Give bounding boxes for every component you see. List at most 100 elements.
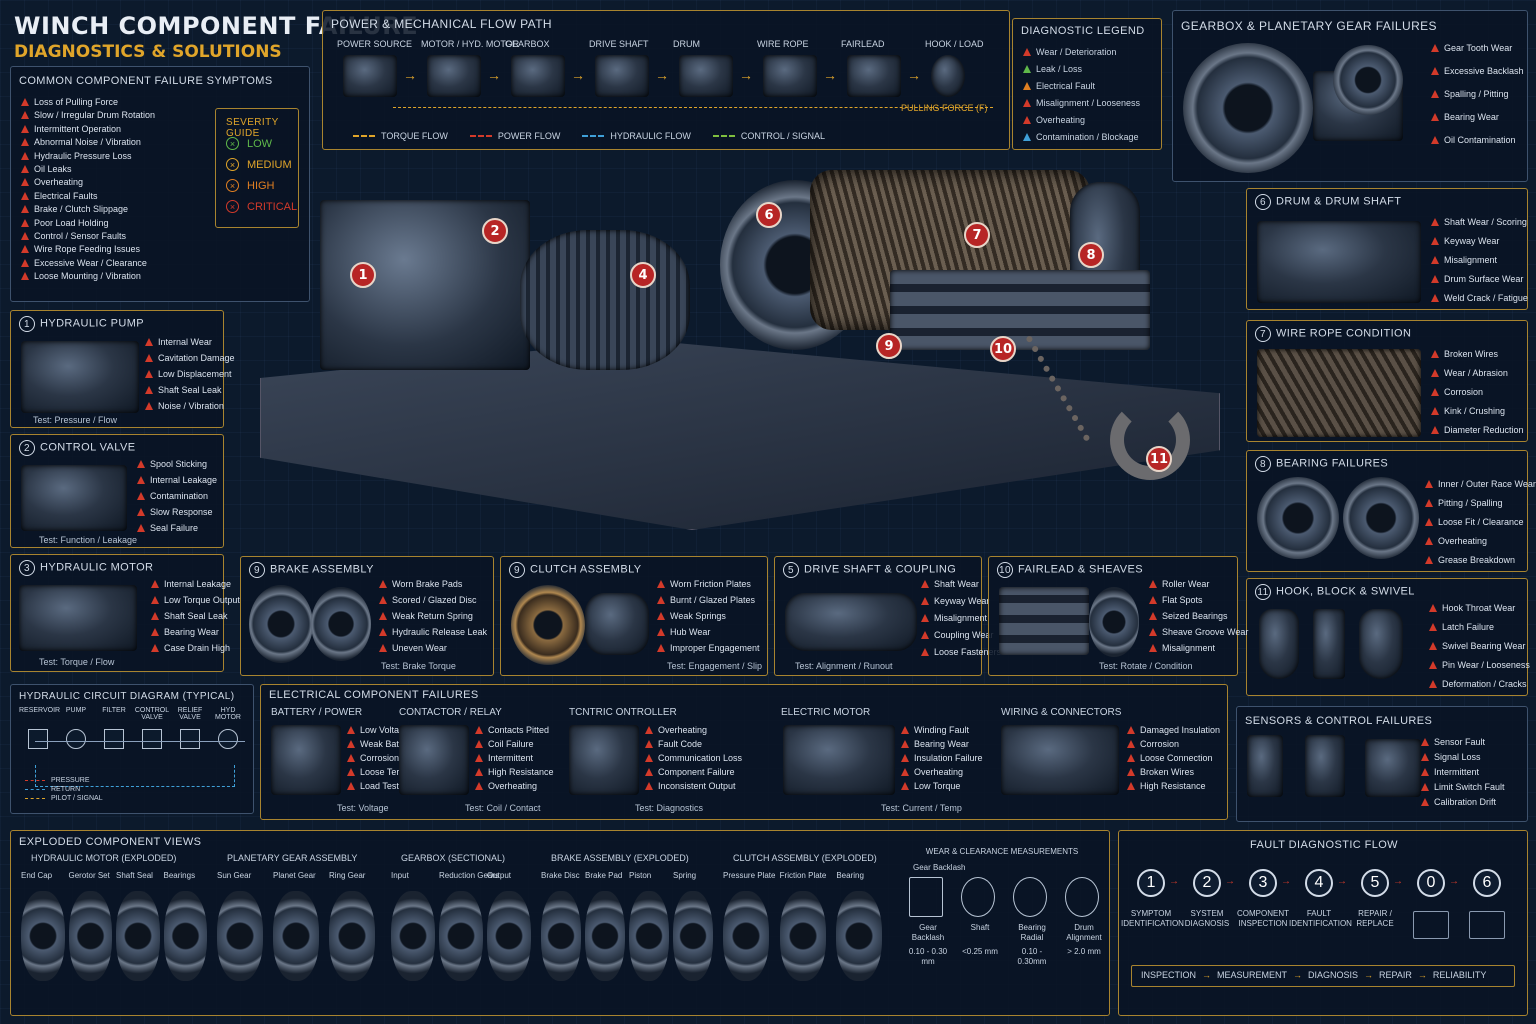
warning-icon <box>21 191 29 200</box>
failure-text: Hub Wear <box>670 627 711 637</box>
elec-test: Test: Current / Temp <box>881 803 962 813</box>
warning-icon <box>151 580 159 588</box>
failure-text: Worn Brake Pads <box>392 579 463 589</box>
warning-icon <box>21 258 29 267</box>
failure-item: Drum Surface Wear <box>1431 274 1528 284</box>
diag-chain-arrow-icon: → <box>1202 970 1212 980</box>
rope-number: 7 <box>1255 326 1271 342</box>
failure-item: Low Torque <box>901 781 983 791</box>
flow-legend-label: POWER FLOW <box>497 131 561 141</box>
legend-label: Leak / Loss <box>1036 64 1083 74</box>
hyd-line-item: PRESSURE <box>25 777 103 784</box>
warning-icon <box>921 614 929 622</box>
exploded-part-label: Shaft Seal <box>116 871 153 880</box>
warning-icon <box>21 138 29 147</box>
failure-item: Corrosion <box>1431 387 1524 397</box>
hmotor-test: Test: Torque / Flow <box>39 657 115 667</box>
failure-text: Spalling / Pitting <box>1444 89 1509 99</box>
winch-illustration <box>250 160 1240 550</box>
failure-item: Loss of Pulling Force <box>21 97 155 107</box>
failure-text: Loose Mounting / Vibration <box>34 271 141 282</box>
hook-number: 11 <box>1255 584 1271 600</box>
severity-list: ×LOW×MEDIUM×HIGH×CRITICAL <box>226 137 297 221</box>
hyd-part-symbol <box>142 729 162 749</box>
failure-text: Internal Wear <box>158 337 212 347</box>
exploded-part-image <box>673 891 713 981</box>
failure-text: Low Displacement <box>158 369 232 379</box>
exploded-part-image <box>21 891 65 981</box>
failure-text: Brake / Clutch Slippage <box>34 204 129 215</box>
diag-step-label: COMPONENT INSPECTION <box>1237 909 1289 928</box>
failure-item: Brake / Clutch Slippage <box>21 204 155 214</box>
clutch-plate-image <box>511 585 585 665</box>
exploded-part-image <box>541 891 581 981</box>
warning-icon <box>1149 644 1157 652</box>
failure-text: Pin Wear / Looseness <box>1442 660 1530 670</box>
brake-number: 9 <box>249 562 265 578</box>
warning-icon <box>1429 604 1437 612</box>
legend-label: Wear / Deterioration <box>1036 47 1117 57</box>
failure-text: Burnt / Glazed Plates <box>670 595 756 605</box>
warning-icon <box>151 596 159 604</box>
hyd-part-symbol <box>218 729 238 749</box>
failure-text: Misalignment <box>1162 643 1216 653</box>
warning-icon <box>21 151 29 160</box>
measure-value: 0.10 - 0.30mm <box>1017 947 1047 966</box>
hook-title: HOOK, BLOCK & SWIVEL <box>1276 585 1415 598</box>
warning-icon <box>1127 754 1135 762</box>
pulling-force-label: PULLING FORCE (F) <box>901 103 988 113</box>
warning-icon <box>379 580 387 588</box>
wire-rope-image <box>1257 349 1421 437</box>
warning-icon <box>1431 44 1439 52</box>
failure-item: Overheating <box>645 725 742 735</box>
warning-icon <box>1431 90 1439 98</box>
flow-node-image <box>427 55 481 97</box>
diag-chain-item: REPAIR <box>1379 970 1412 980</box>
failure-text: Shaft Seal Leak <box>164 611 228 621</box>
diag-arrow-icon: → <box>1449 876 1459 887</box>
warning-icon <box>475 726 483 734</box>
hyd-line-icon <box>25 789 45 790</box>
failure-item: Intermittent <box>475 753 554 763</box>
failure-text: Bearing Wear <box>1444 112 1499 122</box>
hyd-line-label: RETURN <box>51 786 81 793</box>
pump-test: Test: Pressure / Flow <box>33 415 118 425</box>
legend-warning-icon <box>1023 48 1031 56</box>
drum-title: DRUM & DRUM SHAFT <box>1276 195 1402 208</box>
legend-warning-icon <box>1023 133 1031 141</box>
clutch-number: 9 <box>509 562 525 578</box>
failure-item: Spool Sticking <box>137 459 217 469</box>
hyd-part-label: HYD MOTOR <box>215 707 241 721</box>
failure-text: Component Failure <box>658 767 735 777</box>
hyd-part-symbol <box>180 729 200 749</box>
failure-text: Misalignment <box>1444 255 1498 265</box>
failure-item: Overheating <box>901 767 983 777</box>
motor-body <box>520 230 690 370</box>
gearbox-panel: GEARBOX & PLANETARY GEAR FAILURES Gear T… <box>1172 10 1528 182</box>
failure-text: Uneven Wear <box>392 643 447 653</box>
diag-chain-box <box>1131 965 1515 987</box>
failure-item: Limit Switch Fault <box>1421 782 1505 792</box>
gearbox-heading: GEARBOX & PLANETARY GEAR FAILURES <box>1181 19 1437 33</box>
diag-step-circle: 2 <box>1193 869 1221 897</box>
callout-badge: 2 <box>482 218 508 244</box>
failure-text: Hydraulic Release Leak <box>392 627 488 637</box>
clutch-title: CLUTCH ASSEMBLY <box>530 563 642 576</box>
flow-node-image <box>679 55 733 97</box>
severity-panel: SEVERITY GUIDE ×LOW×MEDIUM×HIGH×CRITICAL <box>215 108 299 228</box>
warning-icon <box>379 628 387 636</box>
symptoms-panel: COMMON COMPONENT FAILURE SYMPTOMS Loss o… <box>10 66 310 302</box>
warning-icon <box>657 612 665 620</box>
warning-icon <box>1425 537 1433 545</box>
exploded-part-label: Planet Gear <box>273 871 316 880</box>
warning-icon <box>657 628 665 636</box>
severity-label: HIGH <box>247 179 275 192</box>
